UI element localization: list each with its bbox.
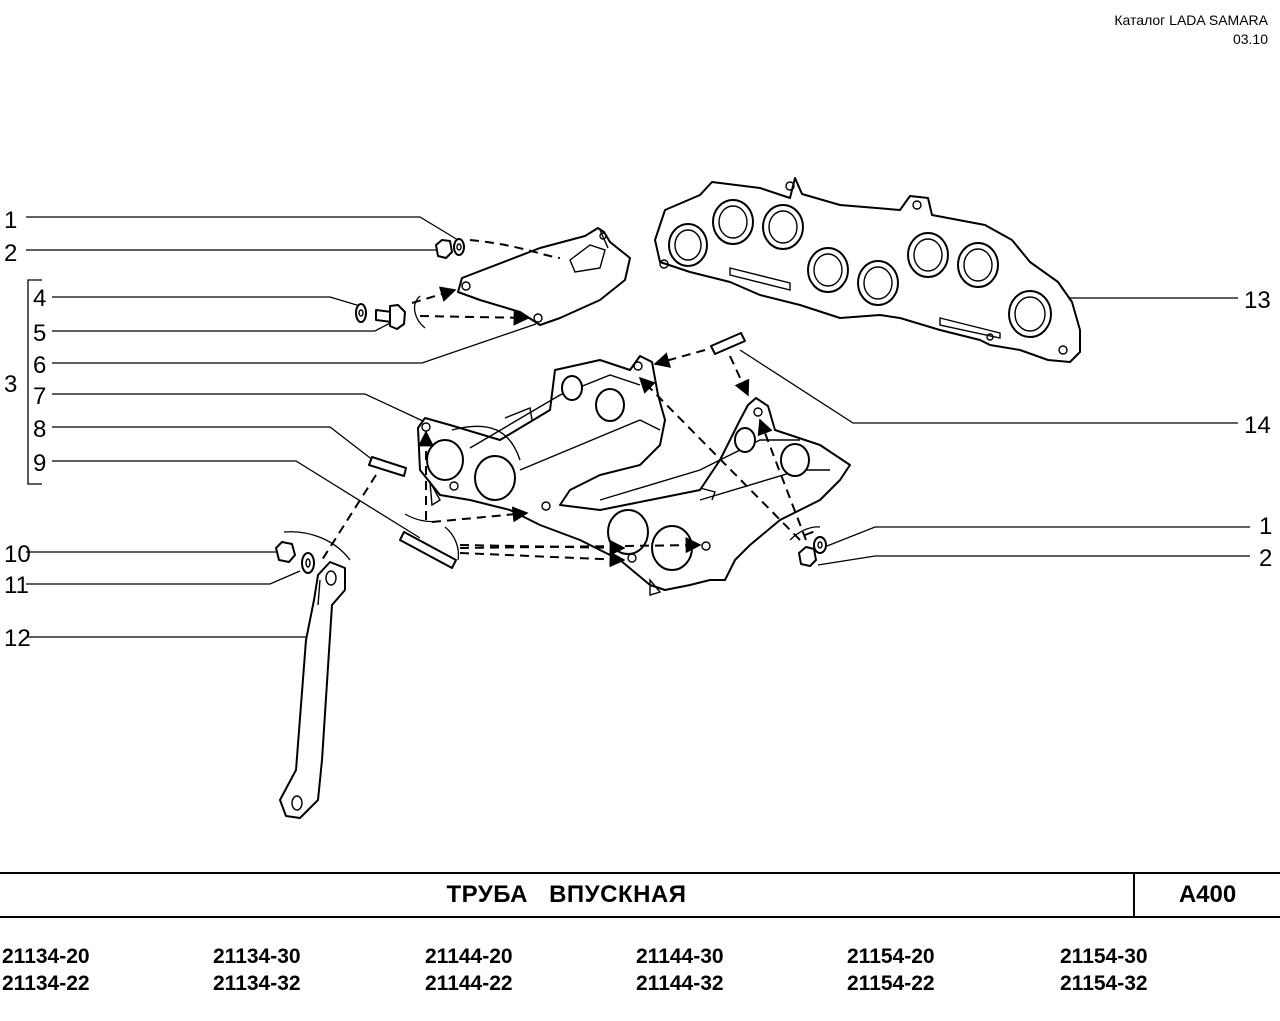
model-code: 21154-30: [1060, 945, 1148, 968]
callout-13: 13: [1244, 287, 1271, 314]
model-code: 21154-20: [847, 945, 935, 968]
callout-1-right: 1: [1259, 513, 1272, 540]
callout-14: 14: [1244, 412, 1271, 439]
model-code: 21134-20: [2, 945, 90, 968]
callout-10: 10: [4, 541, 31, 568]
callout-4: 4: [33, 285, 46, 312]
model-code: 21154-22: [847, 972, 935, 995]
callout-7: 7: [33, 383, 46, 410]
leader-lines: [26, 216, 1250, 638]
model-column-5: 21154-20 21154-22: [847, 943, 935, 997]
callout-9: 9: [33, 450, 46, 477]
model-column-4: 21144-30 21144-32: [636, 943, 724, 997]
support-bracket: [279, 561, 346, 819]
callout-3: 3: [4, 371, 17, 398]
model-code: 21134-22: [2, 972, 90, 995]
page-title: ТРУБА ВПУСКНАЯ: [446, 881, 687, 908]
intake-manifold: [417, 355, 851, 596]
model-code: 21144-32: [636, 972, 724, 995]
heat-shield: [457, 227, 631, 326]
catalog-label: Каталог LADA SAMARA: [1114, 12, 1268, 28]
callout-2-left: 2: [4, 240, 17, 267]
model-code: 21144-30: [636, 945, 724, 968]
callout-11: 11: [4, 572, 29, 599]
callout-6: 6: [33, 352, 46, 379]
manifold-gasket: [654, 177, 1081, 363]
group-bracket: [27, 279, 42, 485]
model-column-1: 21134-20 21134-22: [2, 943, 90, 997]
title-bar: ТРУБА ВПУСКНАЯ A400: [0, 872, 1280, 918]
callout-2-right: 2: [1259, 545, 1272, 572]
model-column-3: 21144-20 21144-22: [425, 943, 513, 997]
callout-8: 8: [33, 416, 46, 443]
model-code: 21144-22: [425, 972, 513, 995]
small-parts: [275, 238, 827, 574]
catalog-date: 03.10: [1232, 31, 1268, 47]
model-code: 21134-30: [213, 945, 301, 968]
section-code: A400: [1133, 874, 1280, 916]
model-code: 21154-32: [1060, 972, 1148, 995]
model-column-6: 21154-30 21154-32: [1060, 943, 1148, 997]
intake-manifold-diagram: 1 2 4 5 6 3 7 8 9 10 11 12 13 14 1 2: [4, 177, 1272, 819]
callout-12: 12: [4, 625, 31, 652]
assembly-arrows: [283, 239, 821, 568]
callout-5: 5: [33, 320, 46, 347]
model-column-2: 21134-30 21134-32: [213, 943, 301, 997]
callout-1-left: 1: [4, 207, 17, 234]
model-code: 21134-32: [213, 972, 301, 995]
model-code: 21144-20: [425, 945, 513, 968]
